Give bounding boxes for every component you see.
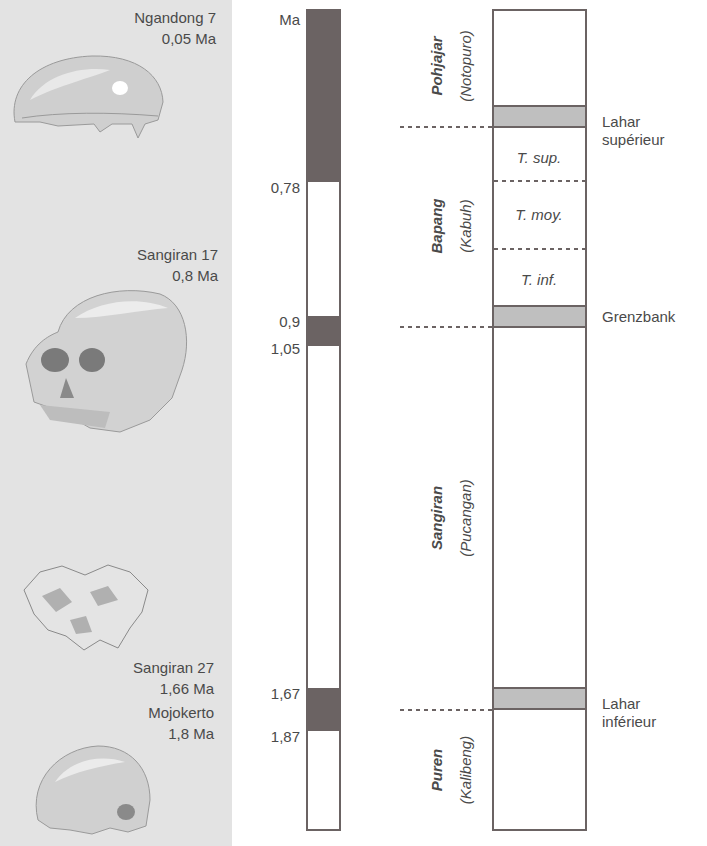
formation-name: Pohjajar <box>428 36 446 95</box>
polarity-column <box>307 10 340 830</box>
formation-alias: (Kabuh) <box>457 199 475 252</box>
formation-alias: (Kalibeng) <box>457 736 475 804</box>
member-name: T. inf. <box>521 271 557 289</box>
member-name: T. sup. <box>517 149 561 167</box>
skull-ngandong <box>14 56 163 138</box>
age-number: 0,9 <box>279 313 300 331</box>
age-number: 0,78 <box>271 179 300 197</box>
formation-alias: (Notopuro) <box>457 30 475 102</box>
skull-panel <box>0 0 232 846</box>
age-number: 1,87 <box>271 728 300 746</box>
skull-name: Mojokerto <box>148 704 214 722</box>
skull-age: 0,05 Ma <box>162 30 216 48</box>
formation-name: Puren <box>428 749 446 792</box>
skull-age: 1,8 Ma <box>168 725 214 743</box>
layer-name: Lahar supérieur <box>602 113 692 149</box>
skull-name: Sangiran 27 <box>133 659 214 677</box>
layer-name: Grenzbank <box>602 308 675 326</box>
skull-mojokerto <box>36 746 150 834</box>
skull-name: Ngandong 7 <box>134 9 216 27</box>
age-number: 1,05 <box>271 340 300 358</box>
layer-name: Lahar inférieur <box>602 695 692 731</box>
strat-column <box>400 10 586 830</box>
age-unit: Ma <box>279 11 300 29</box>
age-number: 1,67 <box>271 685 300 703</box>
formation-alias: (Pucangan) <box>457 479 475 557</box>
member-name: T. moy. <box>515 206 563 224</box>
formation-name: Bapang <box>428 198 446 253</box>
skull-age: 1,66 Ma <box>160 680 214 698</box>
formation-name: Sangiran <box>428 486 446 550</box>
skull-name: Sangiran 17 <box>137 246 218 264</box>
skull-age: 0,8 Ma <box>172 267 218 285</box>
skull-sangiran-17 <box>26 291 187 432</box>
skull-sangiran-27 <box>24 565 148 650</box>
